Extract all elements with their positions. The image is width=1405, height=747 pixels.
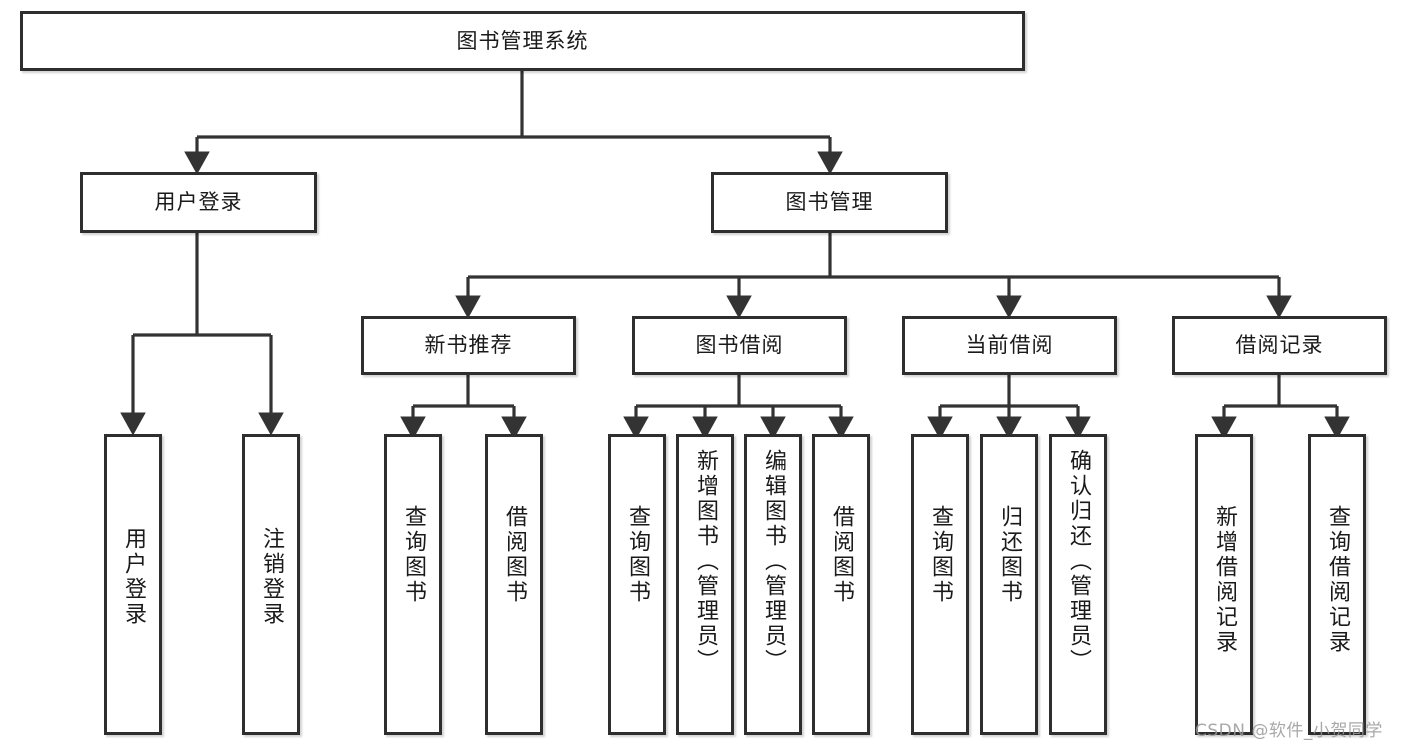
- leaf-user-login-1[interactable]: 用户登录: [104, 434, 162, 735]
- leaf-book-borrow-4-label: 借阅图书: [829, 505, 854, 605]
- node-borrow-record-label: 借阅记录: [1235, 333, 1324, 358]
- leaf-book-borrow-3-label: 编辑图书（管理员）: [761, 449, 786, 674]
- leaf-book-borrow-2[interactable]: 新增图书（管理员）: [676, 434, 734, 735]
- leaf-borrow-record-2[interactable]: 查询借阅记录: [1308, 434, 1366, 735]
- node-book-management[interactable]: 图书管理: [711, 172, 948, 233]
- leaf-book-borrow-1[interactable]: 查询图书: [608, 434, 666, 735]
- leaf-current-borrow-3[interactable]: 确认归还（管理员）: [1049, 434, 1107, 735]
- node-book-borrow-label: 图书借阅: [695, 333, 784, 358]
- leaf-user-login-1-label: 用户登录: [121, 527, 146, 627]
- leaf-new-book-2[interactable]: 借阅图书: [485, 434, 543, 735]
- leaf-book-borrow-3[interactable]: 编辑图书（管理员）: [744, 434, 802, 735]
- node-root-label: 图书管理系统: [456, 28, 589, 53]
- leaf-current-borrow-1[interactable]: 查询图书: [911, 434, 969, 735]
- csdn-watermark: CSDN @软件_小贺同学: [1195, 721, 1383, 741]
- leaf-current-borrow-2-label: 归还图书: [997, 505, 1022, 605]
- leaf-current-borrow-2[interactable]: 归还图书: [980, 434, 1038, 735]
- node-current-borrow[interactable]: 当前借阅: [902, 316, 1117, 375]
- leaf-current-borrow-3-label: 确认归还（管理员）: [1066, 449, 1091, 674]
- leaf-book-borrow-2-label: 新增图书（管理员）: [693, 449, 718, 674]
- node-user-login[interactable]: 用户登录: [80, 172, 317, 233]
- leaf-new-book-2-label: 借阅图书: [502, 505, 527, 605]
- node-user-login-label: 用户登录: [154, 190, 243, 215]
- leaf-borrow-record-2-label: 查询借阅记录: [1325, 505, 1350, 655]
- node-current-borrow-label: 当前借阅: [965, 333, 1054, 358]
- node-borrow-record[interactable]: 借阅记录: [1172, 316, 1387, 375]
- leaf-book-borrow-1-label: 查询图书: [625, 505, 650, 605]
- node-book-borrow[interactable]: 图书借阅: [632, 316, 847, 375]
- node-book-management-label: 图书管理: [785, 190, 874, 215]
- node-new-book-recommend-label: 新书推荐: [424, 333, 513, 358]
- leaf-current-borrow-1-label: 查询图书: [928, 505, 953, 605]
- leaf-borrow-record-1-label: 新增借阅记录: [1212, 505, 1237, 655]
- leaf-new-book-1[interactable]: 查询图书: [384, 434, 442, 735]
- leaf-borrow-record-1[interactable]: 新增借阅记录: [1195, 434, 1253, 735]
- node-root[interactable]: 图书管理系统: [20, 11, 1025, 71]
- leaf-book-borrow-4[interactable]: 借阅图书: [812, 434, 870, 735]
- node-new-book-recommend[interactable]: 新书推荐: [361, 316, 576, 375]
- leaf-new-book-1-label: 查询图书: [401, 505, 426, 605]
- leaf-user-login-2[interactable]: 注销登录: [242, 434, 300, 735]
- leaf-user-login-2-label: 注销登录: [259, 527, 284, 627]
